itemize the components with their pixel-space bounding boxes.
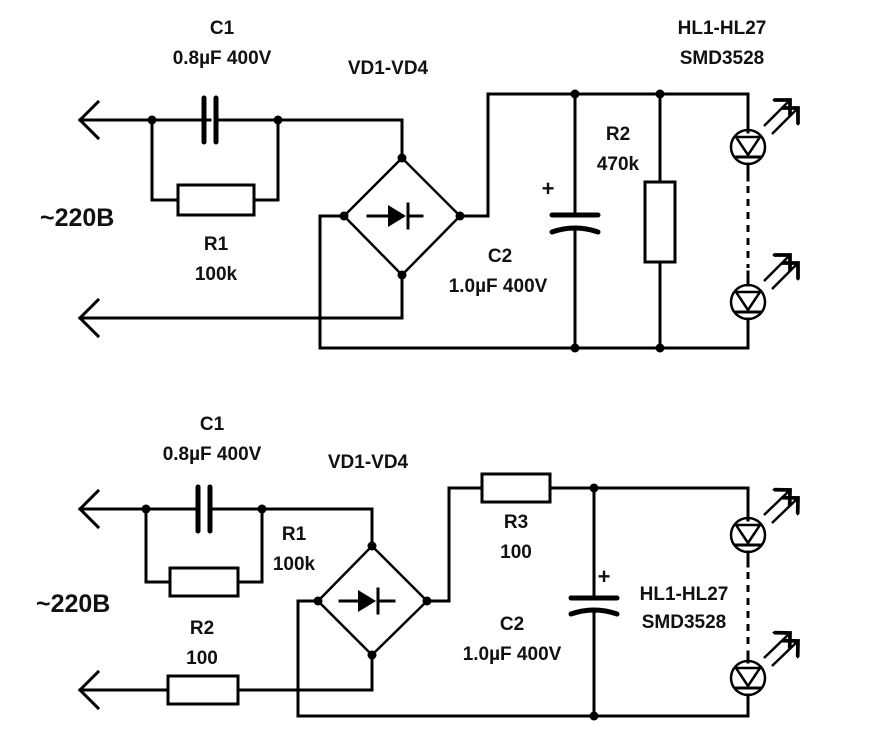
bottom-c2-value: 1.0µF 400V <box>463 644 562 665</box>
bottom-r2-resistor <box>166 653 374 706</box>
top-c1-name: C1 <box>210 18 235 39</box>
bottom-c1-value: 0.8µF 400V <box>163 444 262 465</box>
top-r2-name: R2 <box>606 124 630 145</box>
top-bridge-rectifier <box>318 92 750 350</box>
top-c2-value: 1.0µF 400V <box>449 276 548 297</box>
top-leds-name: HL1-HL27 <box>678 18 767 39</box>
top-circuit: C1 0.8µF 400V VD1-VD4 R1 100k ~220B C2 1… <box>40 18 798 353</box>
top-c2-polarity: + <box>542 176 555 201</box>
bottom-source-label: ~220B <box>36 590 110 618</box>
bottom-bridge-name: VD1-VD4 <box>328 452 409 473</box>
bottom-c2-polarity: + <box>598 564 611 589</box>
bottom-circuit: C1 0.8µF 400V VD1-VD4 R1 100k ~220B R2 1… <box>36 414 798 721</box>
bottom-r3-name: R3 <box>504 512 528 533</box>
top-r2-value: 470k <box>597 154 640 175</box>
bottom-c2-name: C2 <box>500 614 524 635</box>
bottom-junctions <box>141 483 599 721</box>
top-led-string <box>729 92 798 350</box>
bottom-led-string <box>729 486 798 718</box>
bottom-r1-name: R1 <box>282 524 307 545</box>
top-r1-resistor <box>150 118 280 217</box>
top-leds-type: SMD3528 <box>680 48 765 69</box>
bottom-r1-resistor <box>144 507 264 598</box>
top-r1-name: R1 <box>204 234 229 255</box>
bottom-r2-value: 100 <box>186 648 218 669</box>
top-bridge-name: VD1-VD4 <box>348 58 429 79</box>
top-c2-capacitor <box>549 92 601 350</box>
top-c1-capacitor <box>201 95 404 145</box>
top-input-arrow-lower <box>77 297 404 339</box>
bottom-input-arrow-upper <box>77 488 200 530</box>
bottom-c1-name: C1 <box>200 414 225 435</box>
top-r1-value: 100k <box>195 264 238 285</box>
top-r2-resistor <box>643 92 677 350</box>
bottom-r2-name: R2 <box>190 618 214 639</box>
top-junctions <box>147 89 665 353</box>
top-input-arrow-upper <box>77 99 212 141</box>
top-source-label: ~220B <box>40 204 114 232</box>
bottom-input-arrow-lower <box>77 669 170 711</box>
bottom-leds-name: HL1-HL27 <box>640 584 729 605</box>
bottom-c1-capacitor <box>195 484 374 534</box>
bottom-r3-value: 100 <box>500 542 532 563</box>
top-c2-name: C2 <box>488 246 512 267</box>
bottom-r1-value: 100k <box>273 554 316 575</box>
top-c1-value: 0.8µF 400V <box>173 48 272 69</box>
bottom-leds-type: SMD3528 <box>642 612 727 633</box>
bottom-r3-resistor <box>480 472 750 504</box>
bottom-c2-capacitor <box>568 486 620 718</box>
